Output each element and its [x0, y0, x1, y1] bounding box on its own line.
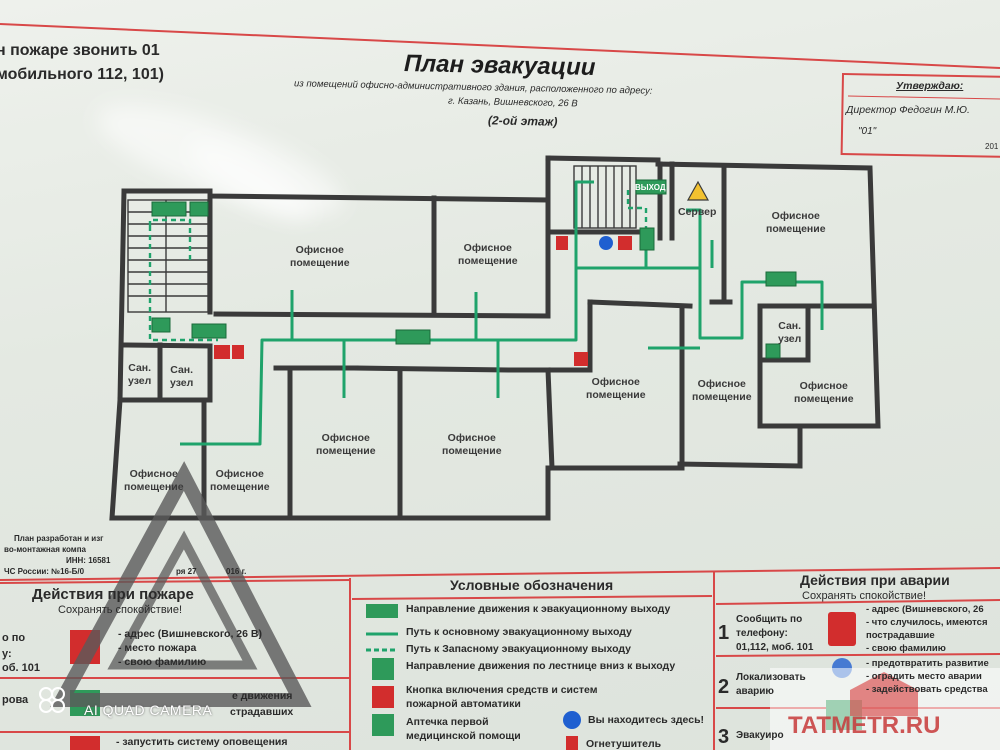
- san-label: Сан.узел: [778, 320, 802, 345]
- fire-call-label: у:: [2, 648, 12, 660]
- server-label: Сервер: [678, 206, 717, 218]
- watermark-triangle: [39, 461, 312, 713]
- accident-step1-text: 01,112, моб. 101: [736, 642, 814, 653]
- legend-item: Путь к основному эвакуационному выходу: [406, 626, 632, 638]
- accident-step1-text: Сообщить по: [736, 614, 803, 625]
- san-label: Сан.узел: [128, 362, 152, 387]
- developer-note: 016 г.: [226, 567, 247, 576]
- you-are-here-marker: [599, 236, 613, 250]
- site-watermark: TATMETR.RU: [788, 712, 941, 739]
- developer-note: ИНН: 16581: [66, 556, 111, 565]
- accident-step2-text: аварию: [736, 686, 774, 697]
- accident-step-num: 1: [718, 622, 730, 644]
- fire-row-label: рова: [2, 694, 29, 706]
- accident-title: Действия при аварии: [800, 572, 950, 588]
- accident-subtitle: Сохранять спокойствие!: [802, 590, 927, 602]
- fire-call-line2: мобильного 112, 101): [0, 66, 164, 83]
- accident-step1-text: телефону:: [736, 628, 788, 639]
- developer-note: во-монтажная компа: [4, 545, 86, 554]
- fire-item: - свою фамилию: [118, 656, 207, 668]
- accident-step1-item: - что случилось, имеются: [866, 617, 988, 628]
- fire-call-line1: н пожаре звонить 01: [0, 42, 160, 59]
- approval-date: "01": [858, 126, 877, 137]
- fire-evac-item: страдавших: [230, 706, 294, 718]
- fire-actions-title: Действия при пожаре: [32, 586, 194, 603]
- approval-director: Директор Федогин М.Ю.: [846, 104, 970, 116]
- legend-item: Направление движения по лестнице вниз к …: [406, 660, 676, 672]
- legend-you-are-here: Вы находитесь здесь!: [588, 714, 705, 726]
- fire-item: - место пожара: [118, 642, 197, 654]
- developer-note: План разработан и изг: [14, 534, 104, 543]
- legend-item: Направление движения к эвакуационному вы…: [406, 603, 671, 615]
- legend-item: Кнопка включения средств и систем: [406, 684, 598, 696]
- legend-item: Путь к Запасному эвакуационному выходу: [406, 643, 631, 655]
- exit-sign-label: ВЫХОД: [635, 183, 666, 192]
- approval-label: Утверждаю:: [896, 80, 964, 92]
- fire-call-number: об. 101: [2, 662, 40, 674]
- legend-extinguisher: Огнетушитель: [586, 738, 662, 750]
- accident-step1-item: - адрес (Вишневского, 26: [866, 604, 984, 615]
- legend-item: медицинской помощи: [406, 730, 521, 742]
- developer-note: ря 27: [176, 567, 197, 576]
- accident-step3-text: Эвакуиро: [736, 730, 784, 741]
- legend-title: Условные обозначения: [450, 577, 614, 593]
- fire-item: - адрес (Вишневского, 26 В): [118, 628, 262, 640]
- fire-call-label: о по: [2, 632, 26, 644]
- accident-step-num: 2: [718, 676, 730, 698]
- fire-actions-subtitle: Сохранять спокойствие!: [58, 604, 183, 616]
- accident-step2-item: - оградить место аварии: [866, 671, 982, 682]
- accident-step-num: 3: [718, 726, 730, 748]
- accident-step2-item: - задействовать средства: [866, 684, 988, 695]
- camera-watermark: AI QUAD CAMERA: [84, 702, 213, 718]
- accident-step1-item: - свою фамилию: [866, 643, 946, 654]
- accident-step2-item: - предотвратить развитие: [866, 658, 989, 669]
- legend-item: Аптечка первой: [406, 716, 489, 728]
- fire-alert-item: - запустить систему оповещения: [116, 736, 288, 748]
- san-label: Сан.узел: [170, 364, 194, 389]
- legend-item: пожарной автоматики: [406, 698, 521, 710]
- accident-step1-item: пострадавшие: [866, 630, 935, 641]
- fire-evac-item: е движения: [232, 690, 293, 702]
- accident-step2-text: Локализовать: [736, 672, 806, 683]
- developer-note: ЧС России: №16-Б/0: [4, 567, 85, 576]
- approval-year: 201: [985, 142, 999, 151]
